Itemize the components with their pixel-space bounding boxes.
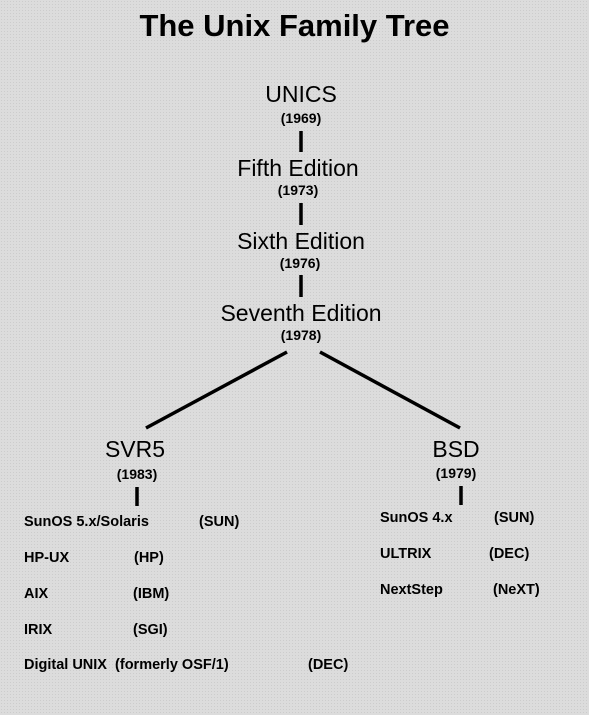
svr5-variant-name: AIX	[24, 586, 49, 602]
svr5-variant-vendor: (DEC)	[308, 657, 349, 673]
svr5-variant-name: Digital UNIX (formerly OSF/1)	[24, 657, 229, 673]
bsd-variant-name: SunOS 4.x	[380, 510, 453, 526]
node-bsd-year: (1979)	[435, 465, 477, 481]
svr5-variant-vendor: (SUN)	[199, 514, 240, 530]
edge-seventh-svr5	[145, 350, 288, 430]
bsd-variant-name: ULTRIX	[380, 546, 432, 562]
bsd-variant-name: NextStep	[380, 582, 443, 598]
node-fifth-name: Fifth Edition	[237, 155, 359, 181]
svr5-variant-vendor: (HP)	[134, 550, 164, 566]
page-title: The Unix Family Tree	[139, 8, 450, 43]
node-unics-year: (1969)	[280, 110, 322, 126]
node-fifth-year: (1973)	[277, 182, 319, 198]
node-svr5-name: SVR5	[104, 436, 166, 462]
node-bsd-name: BSD	[432, 436, 480, 462]
node-seventh-name: Seventh Edition	[220, 300, 382, 326]
edge-seventh-bsd	[319, 350, 461, 430]
node-unics-name: UNICS	[265, 81, 337, 107]
node-svr5-year: (1983)	[116, 466, 158, 482]
svr5-variant-name: HP-UX	[24, 550, 70, 566]
svr5-variant-vendor: (SGI)	[133, 622, 168, 638]
bsd-variant-vendor: (NeXT)	[493, 582, 540, 598]
svr5-variant-vendor: (IBM)	[133, 586, 170, 602]
node-seventh-year: (1978)	[280, 327, 322, 343]
svr5-variant-name: IRIX	[24, 622, 53, 638]
node-sixth-name: Sixth Edition	[237, 228, 365, 254]
node-sixth-year: (1976)	[279, 255, 321, 271]
svr5-variant-name: SunOS 5.x/Solaris	[24, 514, 149, 530]
bsd-variant-vendor: (SUN)	[494, 510, 535, 526]
bsd-variant-vendor: (DEC)	[489, 546, 530, 562]
